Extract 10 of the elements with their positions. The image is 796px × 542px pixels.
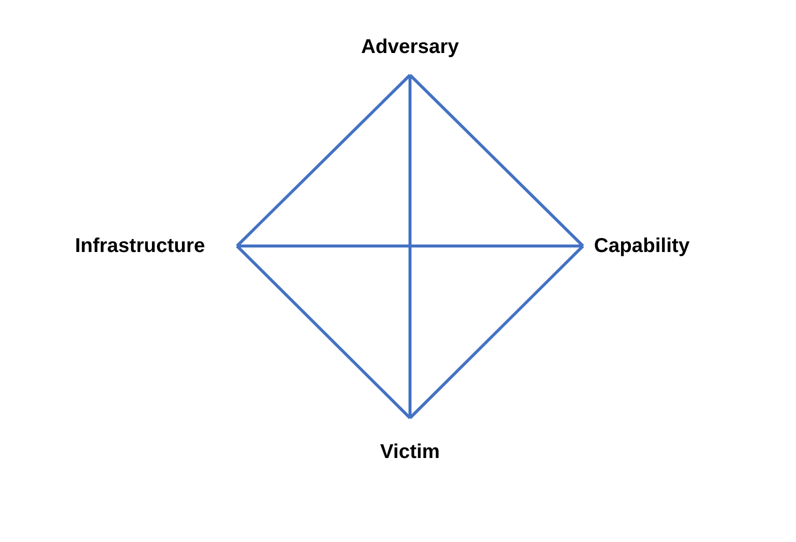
vertex-label: Victim (330, 418, 490, 464)
connector-line (408, 244, 584, 420)
connector-line (237, 244, 583, 248)
connector-line (236, 244, 412, 420)
vertex-label: Adversary (330, 36, 490, 75)
connector-line (236, 74, 412, 248)
connector-line (408, 75, 412, 418)
connector-line (408, 74, 584, 248)
vertex-label: Infrastructure (40, 228, 237, 264)
vertex-label: Capability (583, 228, 733, 264)
